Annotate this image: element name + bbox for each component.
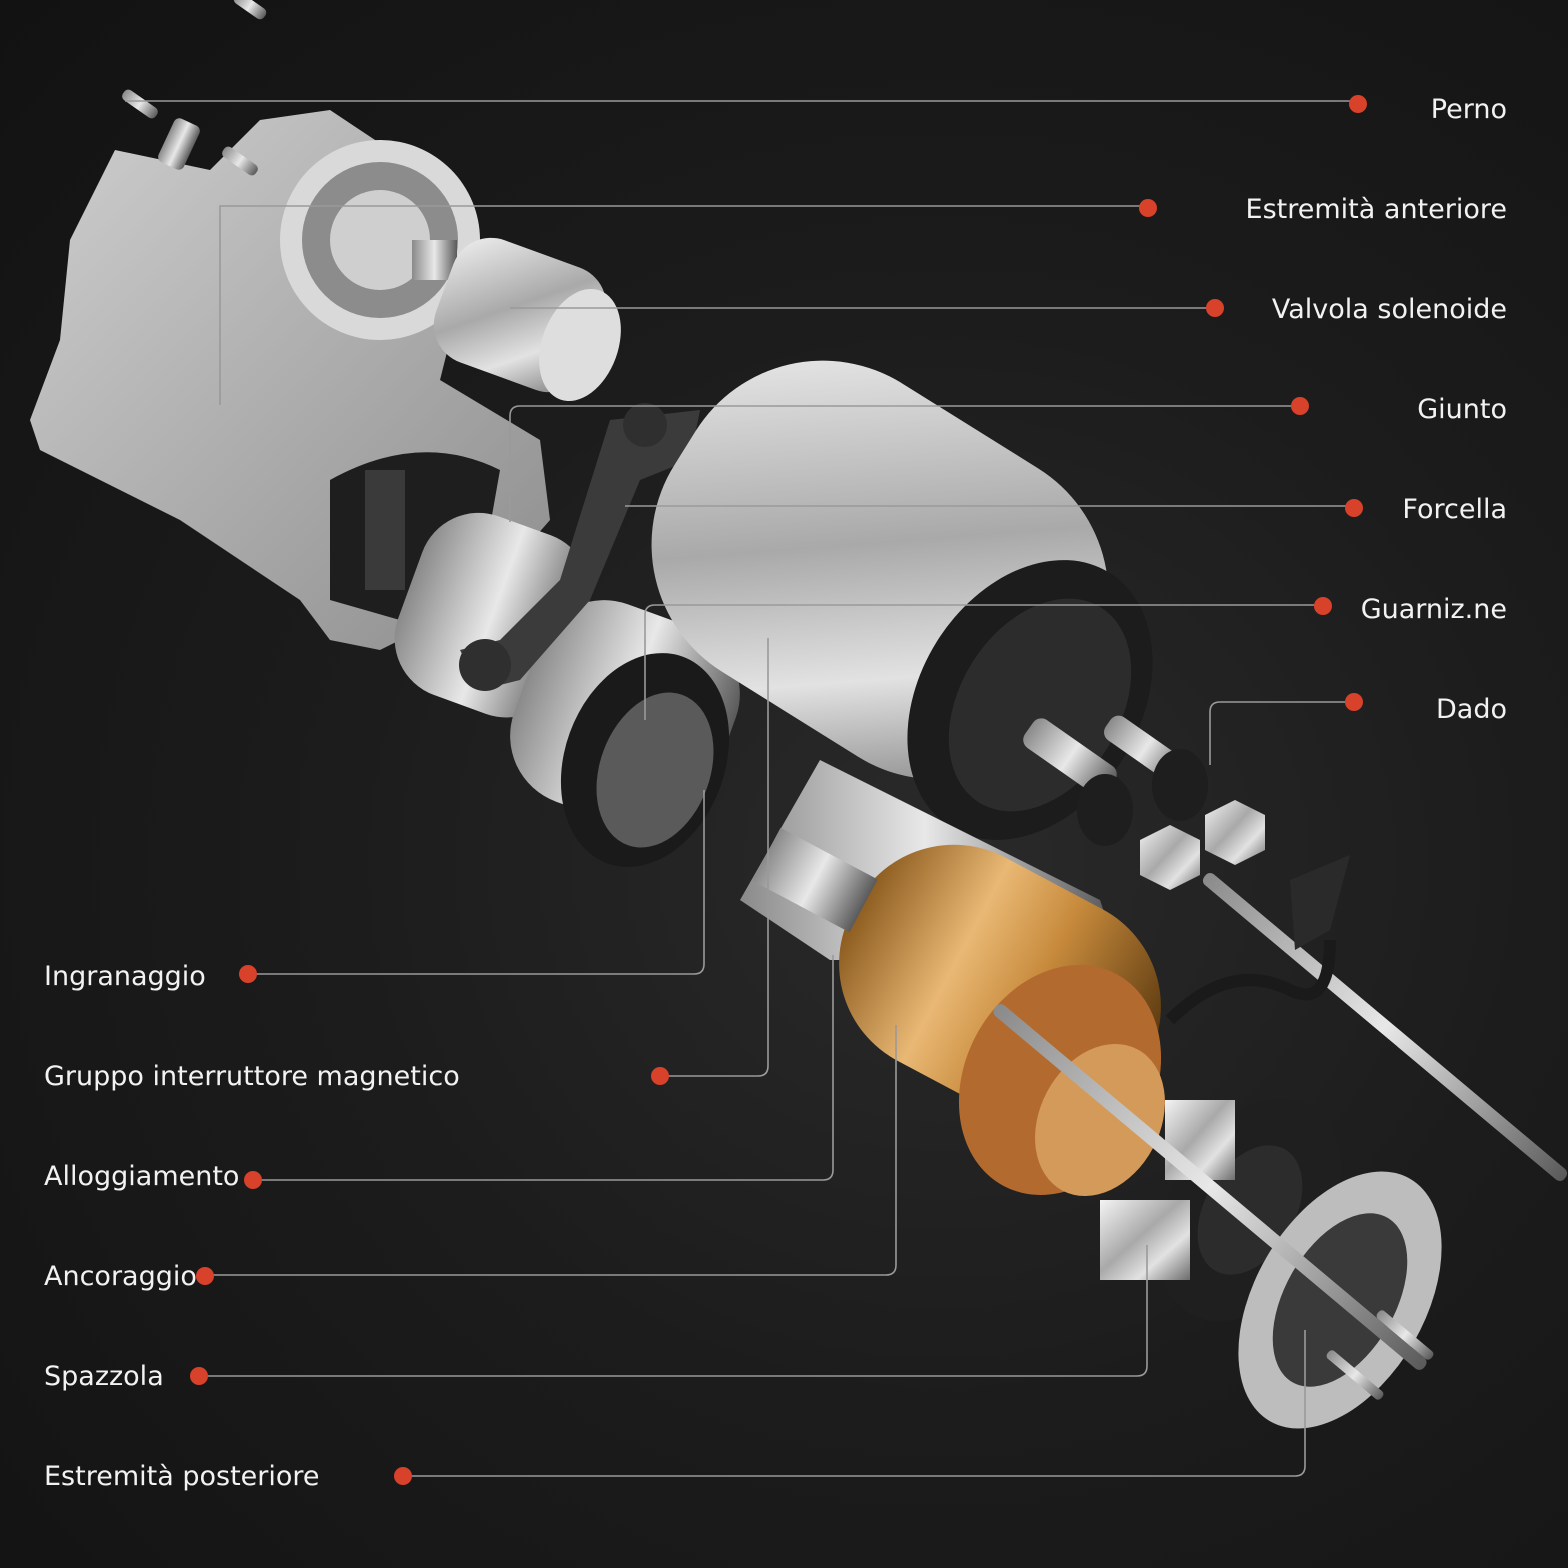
nut-parts	[1077, 749, 1265, 890]
leader-gruppo-interruttore-line	[660, 638, 769, 1077]
shift-fork	[459, 403, 700, 691]
leader-gruppo-interruttore-dot	[651, 1067, 669, 1085]
label-ingranaggio: Ingranaggio	[44, 961, 206, 992]
leader-alloggiamento-line	[253, 955, 834, 1181]
leader-estremita-anteriore-line	[219, 205, 1148, 405]
leader-perno-dot	[1349, 95, 1367, 113]
leader-estremita-anteriore-dot	[1139, 199, 1157, 217]
leader-alloggiamento-dot	[244, 1171, 262, 1189]
leader-giunto-dot	[1291, 397, 1309, 415]
leader-ancoraggio-line	[205, 1025, 897, 1276]
leader-estremita-posteriore-dot	[394, 1467, 412, 1485]
label-dado: Dado	[1436, 694, 1507, 725]
leader-ingranaggio-line	[248, 790, 705, 975]
leader-giunto-line	[509, 405, 1300, 522]
field-wire	[1165, 855, 1350, 1025]
leader-valvola-solenoide-dot	[1206, 299, 1224, 317]
leader-dado-line	[1209, 701, 1354, 765]
leader-guarnizione-line	[644, 604, 1323, 720]
leader-estremita-posteriore-line	[403, 1330, 1306, 1477]
pin-parts	[122, 0, 267, 176]
leader-spazzola-line	[199, 1245, 1148, 1377]
leader-guarnizione-dot	[1314, 597, 1332, 615]
leader-ingranaggio-dot	[239, 965, 257, 983]
label-spazzola: Spazzola	[44, 1361, 164, 1392]
label-valvola-solenoide: Valvola solenoide	[1272, 294, 1507, 325]
through-bolts	[993, 873, 1568, 1400]
label-estremita-anteriore: Estremità anteriore	[1246, 194, 1507, 225]
leader-forcella-dot	[1345, 499, 1363, 517]
leader-ancoraggio-dot	[196, 1267, 214, 1285]
label-ancoraggio: Ancoraggio	[44, 1261, 197, 1292]
label-estremita-posteriore: Estremità posteriore	[44, 1461, 320, 1492]
armature-copper	[752, 827, 1165, 1197]
label-forcella: Forcella	[1402, 494, 1507, 525]
leader-spazzola-dot	[190, 1367, 208, 1385]
label-gruppo-interruttore-magnetico: Gruppo interruttore magnetico	[44, 1061, 460, 1092]
label-guarnizione: Guarniz.ne	[1361, 594, 1507, 625]
leader-lines	[125, 95, 1367, 1485]
label-giunto: Giunto	[1417, 394, 1507, 425]
leader-dado-dot	[1345, 693, 1363, 711]
label-perno: Perno	[1431, 94, 1507, 125]
label-alloggiamento: Alloggiamento	[44, 1161, 239, 1192]
drive-pinion	[394, 512, 740, 867]
solenoid-plunger	[412, 237, 621, 402]
